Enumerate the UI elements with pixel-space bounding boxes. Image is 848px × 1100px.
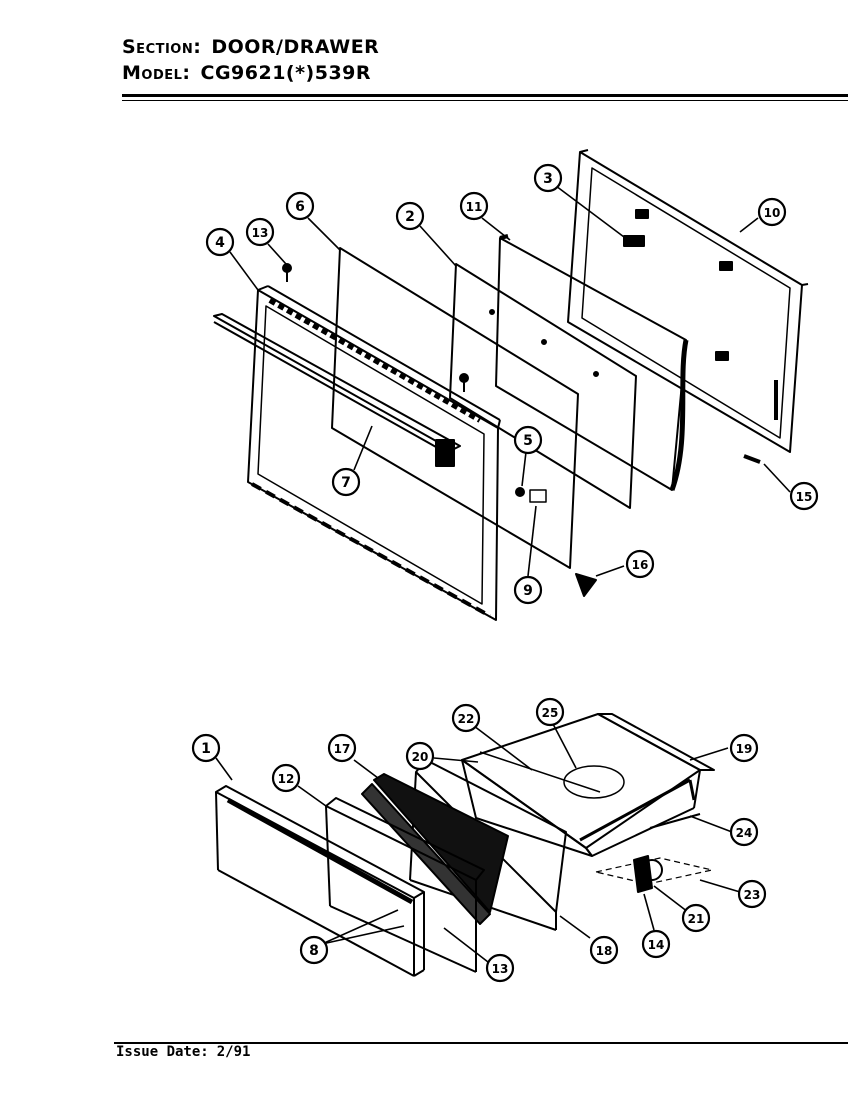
callout-bubble (405, 741, 435, 771)
callout-bubble (757, 197, 787, 227)
leader-lines (215, 185, 791, 963)
callout-number: 21 (688, 912, 705, 926)
door-assembly (213, 149, 809, 621)
callout-number: 4 (215, 235, 225, 251)
callout-bubble (533, 163, 563, 193)
section-heading: Section: DOOR/DRAWER (122, 36, 379, 58)
callout-bubble (625, 549, 655, 579)
callout-number: 7 (341, 475, 351, 491)
callout-number: 17 (334, 742, 351, 756)
callout-number: 15 (796, 490, 813, 504)
issue-date-value: 2/91 (216, 1044, 251, 1060)
callout-number: 6 (295, 199, 305, 215)
callout-bubble (737, 879, 767, 909)
callout-number: 10 (764, 206, 781, 220)
door-outer-frame (247, 285, 501, 621)
header-rule-thin (122, 100, 848, 101)
callout-number: 5 (523, 433, 533, 449)
drawer-callouts: 1 12 17 20 22 25 19 24 23 21 14 18 8 13 (191, 697, 767, 983)
callout-bubble (191, 733, 221, 763)
callout-number: 22 (458, 712, 475, 726)
callout-bubble (641, 929, 671, 959)
drawer-front (215, 785, 425, 977)
drawer-assembly (215, 713, 715, 977)
callout-number: 8 (309, 943, 319, 959)
callout-bubble (285, 191, 315, 221)
callout-bubble (513, 425, 543, 455)
door-inner-liner (567, 149, 809, 453)
door-handle (213, 313, 461, 467)
model-heading: Model: CG9621(*)539R (122, 62, 371, 84)
door-inner-panel (449, 263, 637, 509)
callout-bubble (513, 575, 543, 605)
screw-13-door (282, 263, 292, 273)
callout-number: 2 (405, 209, 415, 225)
issue-date: Issue Date: 2/91 (116, 1044, 250, 1060)
issue-date-label: Issue Date: (116, 1044, 209, 1060)
callout-bubble (681, 903, 711, 933)
model-value: CG9621(*)539R (200, 62, 372, 84)
callout-number: 11 (466, 200, 483, 214)
section-label: Section: (122, 36, 202, 58)
callout-bubble (535, 697, 565, 727)
callout-number: 14 (648, 938, 665, 952)
callout-bubble (485, 953, 515, 983)
door-insulation (495, 234, 689, 491)
callout-number: 13 (252, 226, 269, 240)
callout-bubble (299, 935, 329, 965)
callout-number: 23 (744, 888, 761, 902)
callout-number: 19 (736, 742, 753, 756)
door-glass (331, 247, 579, 569)
callout-number: 24 (736, 826, 753, 840)
callout-number: 9 (523, 583, 533, 599)
callout-bubble (729, 817, 759, 847)
callout-bubble (205, 227, 235, 257)
callout-number: 3 (543, 171, 553, 187)
callout-bubble (331, 467, 361, 497)
model-label: Model: (122, 62, 191, 84)
callout-bubble (729, 733, 759, 763)
callout-bubble (789, 481, 819, 511)
callout-number: 25 (542, 706, 559, 720)
callout-number: 16 (632, 558, 649, 572)
callout-number: 1 (201, 741, 211, 757)
callout-bubble (459, 191, 489, 221)
callout-bubble (271, 763, 301, 793)
callout-number: 13 (492, 962, 509, 976)
callout-number: 20 (412, 750, 429, 764)
footer-rule (114, 1042, 848, 1044)
header-rule-thick (122, 94, 848, 97)
door-callouts: 4 13 6 2 11 3 10 7 5 9 16 15 (205, 163, 819, 605)
callout-bubble (245, 217, 275, 247)
callout-number: 18 (596, 944, 613, 958)
callout-bubble (589, 935, 619, 965)
callout-bubble (395, 201, 425, 231)
drawer-body (461, 713, 715, 857)
callout-number: 12 (278, 772, 295, 786)
section-value: DOOR/DRAWER (211, 36, 380, 58)
callout-bubble (327, 733, 357, 763)
callout-bubble (451, 703, 481, 733)
drawer-insulation (361, 773, 509, 925)
